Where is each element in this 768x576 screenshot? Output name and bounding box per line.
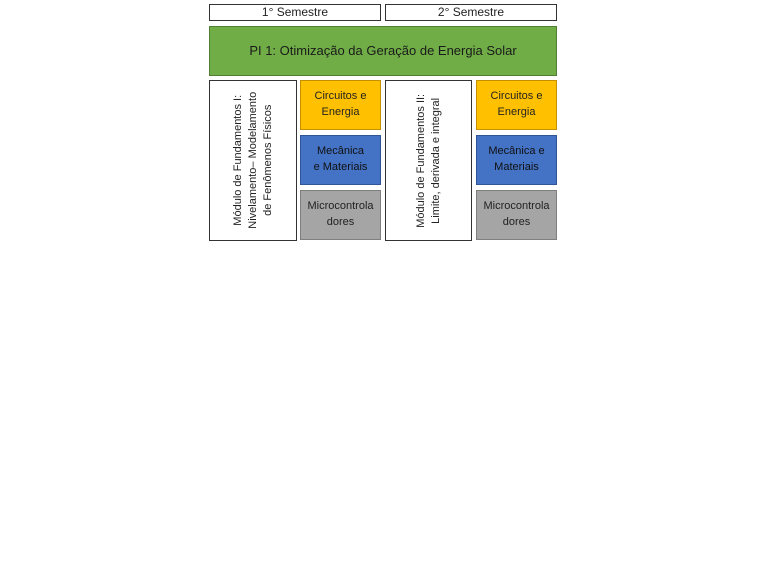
topic-s1-circuitos-energia: Circuitos e Energia [300, 80, 381, 130]
module-1-line-3: de Fenômenos Físicos [261, 104, 274, 217]
topic-s1-3-line-1: Microcontrola [307, 200, 374, 213]
semester-1-label: 1° Semestre [261, 5, 329, 20]
project-title: PI 1: Otimização da Geração de Energia S… [249, 43, 517, 59]
semester-1-header: 1° Semestre [209, 4, 381, 21]
semester-2-header: 2° Semestre [385, 4, 557, 21]
module-1-line-1: Módulo de Fundamentos I: [231, 95, 244, 226]
topic-s1-1-line-1: Circuitos e [314, 90, 367, 103]
topic-s2-circuitos-energia: Circuitos e Energia [476, 80, 557, 130]
topic-s2-3-line-2: dores [502, 216, 531, 228]
module-2-line-1: Módulo de Fundamentos II: [414, 93, 427, 228]
project-banner: PI 1: Otimização da Geração de Energia S… [209, 26, 557, 76]
topic-s1-3-line-2: dores [326, 216, 355, 228]
topic-s2-1-line-2: Energia [497, 106, 536, 118]
topic-s2-microcontroladores: Microcontrola dores [476, 190, 557, 240]
topic-s1-microcontroladores: Microcontrola dores [300, 190, 381, 240]
topic-s2-mecanica-materiais: Mecânica e Materiais [476, 135, 557, 185]
semester-2-label: 2° Semestre [437, 5, 505, 20]
topic-s1-mecanica-materiais: Mecânica e Materiais [300, 135, 381, 185]
topic-s2-3-line-1: Microcontrola [483, 200, 550, 213]
module-1-line-2: Nivelamento– Modelamento [246, 92, 259, 229]
topic-s2-1-line-1: Circuitos e [490, 90, 543, 103]
module-2-line-2: Limite, derivada e integral [429, 97, 442, 224]
topic-s1-2-line-2: e Materiais [313, 161, 368, 173]
module-fundamentos-1-text: Módulo de Fundamentos I: Nivelamento– Mo… [231, 92, 276, 229]
topic-s1-1-line-2: Energia [321, 106, 360, 118]
module-fundamentos-2: Módulo de Fundamentos II: Limite, deriva… [385, 80, 472, 241]
topic-s1-2-line-1: Mecânica [316, 145, 365, 158]
topic-s2-2-line-2: Materiais [494, 161, 539, 173]
module-fundamentos-2-text: Módulo de Fundamentos II: Limite, deriva… [414, 94, 444, 228]
module-fundamentos-1: Módulo de Fundamentos I: Nivelamento– Mo… [209, 80, 297, 241]
topic-s2-2-line-1: Mecânica e [488, 145, 545, 158]
